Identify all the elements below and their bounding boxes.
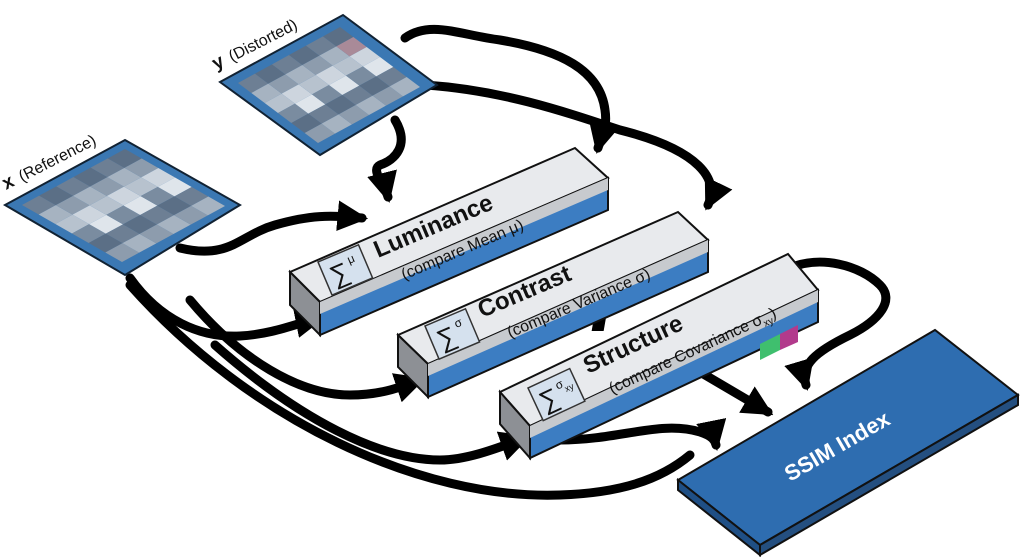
image-tile (363, 57, 394, 77)
image-tile (123, 196, 158, 215)
image-tile (312, 85, 343, 105)
image-tile (325, 95, 356, 115)
image-tile (56, 177, 91, 196)
image-tile (291, 113, 322, 133)
image-tile (319, 46, 350, 66)
image-tile (329, 75, 360, 95)
image-tile (336, 37, 367, 57)
image-tile (389, 77, 420, 97)
image-tile (278, 103, 309, 123)
image-tile (90, 158, 125, 178)
image-tile (302, 55, 333, 75)
image-tile (372, 86, 403, 106)
image-tile (304, 123, 335, 143)
image-tile (376, 67, 407, 87)
image-tile (139, 224, 174, 244)
sum-mu-icon: ∑ μ (317, 243, 374, 297)
image-tile (332, 56, 363, 76)
image-tile (22, 195, 56, 215)
image-tile (140, 205, 174, 225)
sum-sigma-icon: ∑ σ (424, 307, 481, 361)
image-tile (106, 186, 141, 206)
image-tile (140, 186, 175, 206)
image-tile (55, 214, 90, 234)
image-tile (174, 187, 209, 206)
sum-sigma-xy-icon: ∑ σ xy (527, 367, 586, 422)
image-tile (157, 196, 192, 216)
image-tile (107, 167, 142, 187)
image-tile (89, 196, 124, 215)
image-tile (359, 76, 390, 96)
image-y-grid (238, 27, 420, 143)
image-tile (105, 243, 140, 262)
image-tile (156, 215, 191, 234)
image-tile (106, 205, 141, 225)
image-tile (342, 85, 373, 105)
arrow-x-to-ssim-bottom (210, 340, 531, 465)
image-tile (89, 214, 123, 234)
image-tile (38, 205, 73, 224)
image-tile (281, 84, 312, 104)
svg-text:μ: μ (345, 251, 357, 267)
image-tile (323, 27, 354, 47)
color-strip-green (760, 334, 780, 360)
input-image-x: x (Reference) (0, 132, 242, 277)
image-tile (295, 94, 326, 114)
input-image-y: y (Distorted) (209, 13, 439, 157)
image-tile (90, 177, 124, 196)
image-tile (157, 177, 192, 197)
image-tile (73, 167, 108, 187)
arrow-loop-to-ssim (784, 257, 891, 391)
label-y-symbol: y (209, 51, 228, 75)
image-tile (298, 75, 329, 95)
image-tile (255, 64, 286, 84)
color-strip-magenta (780, 325, 798, 350)
arrow-x-long-bottom (125, 280, 695, 500)
image-tile (338, 105, 369, 125)
image-tile (39, 186, 73, 206)
image-tile (308, 104, 339, 124)
image-tile (272, 55, 303, 75)
image-tile (55, 195, 90, 215)
image-tile (122, 233, 157, 253)
image-tile (315, 65, 346, 85)
ssim-index-block: SSIM Index (676, 328, 1020, 558)
image-tile (264, 93, 295, 113)
image-tile (124, 158, 159, 178)
arrow-x-to-structure (185, 295, 426, 403)
arrow-to-ssim-left (555, 417, 727, 452)
arrow-y-to-luminance (367, 115, 406, 203)
label-x-symbol: x (0, 171, 18, 195)
image-tile (289, 45, 320, 65)
image-tile (72, 205, 107, 225)
image-tile (107, 149, 142, 168)
arrow-y-to-contrast (420, 80, 733, 211)
image-tile (251, 83, 282, 103)
image-x-grid (22, 149, 225, 262)
image-tile (73, 186, 107, 206)
arrow-structure-to-ssim (695, 367, 774, 417)
image-tile (238, 73, 269, 93)
image-tile (191, 196, 225, 216)
image-tile (124, 177, 158, 197)
image-tile (88, 233, 123, 253)
image-tile (123, 215, 157, 234)
image-tile (174, 205, 208, 225)
image-tile (306, 36, 337, 56)
arrow-x-to-luminance (175, 200, 369, 256)
image-tile (349, 47, 380, 67)
image-tile (72, 224, 106, 243)
image-tile (141, 168, 175, 187)
image-tile (346, 66, 377, 86)
image-tile (105, 224, 140, 244)
image-tile (268, 74, 299, 94)
image-tile (285, 65, 316, 85)
image-tile (321, 114, 352, 134)
module-luminance: ∑ μ Luminance (compare Mean μ) (288, 146, 610, 338)
image-tile (355, 95, 386, 115)
connector-arrows (125, 24, 891, 500)
